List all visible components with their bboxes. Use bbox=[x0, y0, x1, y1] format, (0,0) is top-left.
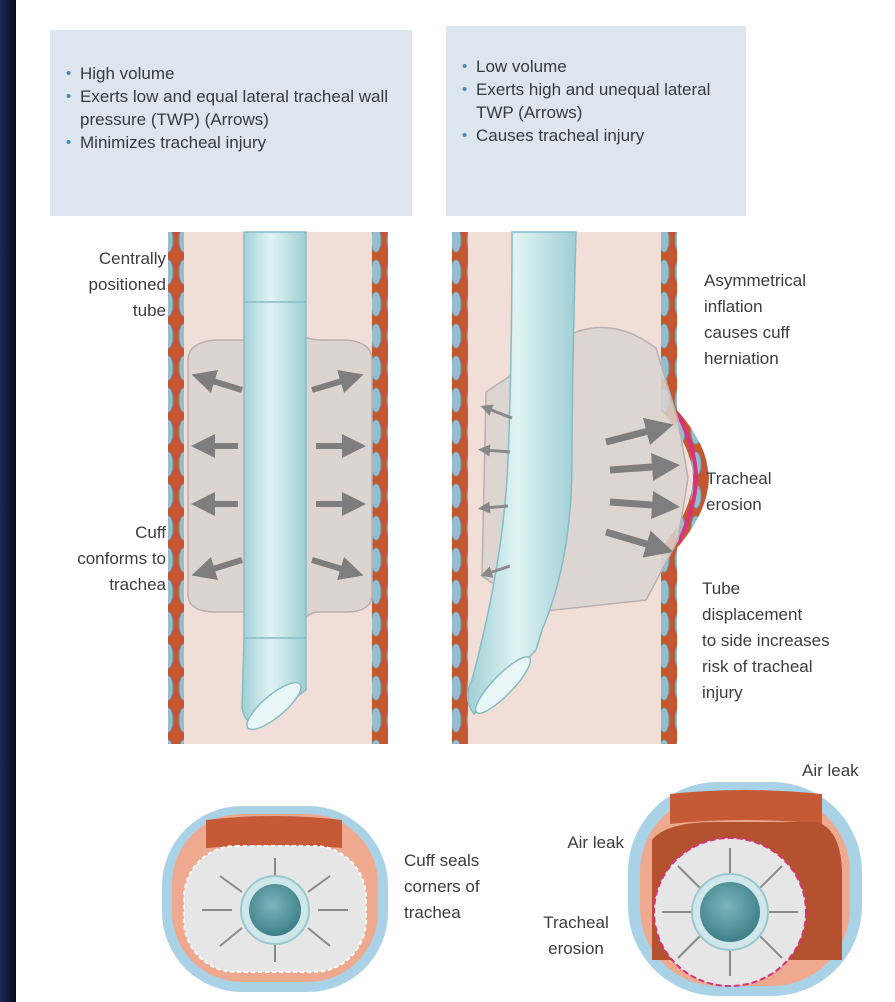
label-air-leak-top: Air leak bbox=[802, 758, 892, 784]
pressure-arrow bbox=[484, 506, 508, 508]
tube-lumen bbox=[700, 882, 760, 942]
trachea-wall-right-lower bbox=[661, 548, 677, 744]
label-tracheal-erosion-bottom: Tracheal erosion bbox=[524, 910, 628, 962]
label-cuff-conforms: Cuff conforms to trachea bbox=[36, 520, 166, 598]
cross-section-leaking bbox=[628, 782, 862, 996]
label-air-leak-side: Air leak bbox=[536, 830, 624, 856]
label-asymmetrical-inflation: Asymmetrical inflation causes cuff herni… bbox=[704, 268, 854, 372]
label-cuff-seals: Cuff seals corners of trachea bbox=[404, 848, 514, 926]
trachea-wall-left bbox=[452, 232, 468, 744]
label-centrally-positioned-tube: Centrally positioned tube bbox=[46, 246, 166, 324]
posterior-membrane bbox=[206, 816, 342, 848]
pressure-arrow bbox=[610, 466, 666, 470]
left-trachea-longitudinal bbox=[168, 232, 388, 744]
endotracheal-tube bbox=[242, 232, 306, 723]
posterior-membrane bbox=[670, 790, 822, 824]
tube-lumen bbox=[249, 884, 301, 936]
pressure-arrow bbox=[610, 502, 666, 506]
diagram-figure: High volume Exerts low and equal lateral… bbox=[16, 0, 895, 1002]
label-tracheal-erosion-side: Tracheal erosion bbox=[706, 466, 806, 518]
label-tube-displacement: Tube displacement to side increases risk… bbox=[702, 576, 892, 706]
trachea-wall-left bbox=[168, 232, 184, 744]
pressure-arrow bbox=[484, 450, 510, 452]
right-trachea-longitudinal bbox=[452, 232, 709, 744]
trachea-wall-right bbox=[372, 232, 388, 744]
cross-section-sealed bbox=[162, 806, 388, 992]
